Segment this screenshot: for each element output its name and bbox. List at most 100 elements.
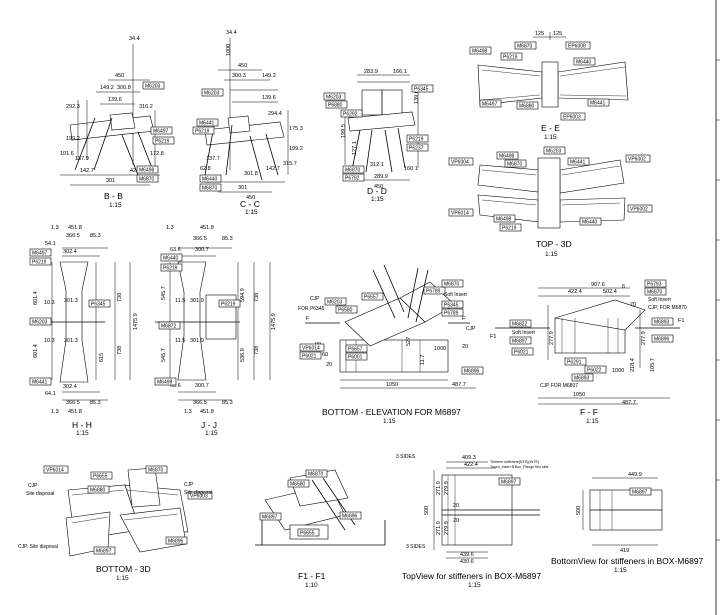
- view-title: BottomView for stiffeners in BOX-M6897: [551, 556, 704, 566]
- dim-label: 279.9: [444, 481, 450, 495]
- part-tag: P6657: [348, 347, 363, 353]
- section-marker: F: [306, 316, 310, 322]
- dim-label: 301.9: [190, 338, 204, 344]
- dim-label: 137.9: [75, 156, 89, 162]
- part-tag: M6870: [345, 168, 361, 174]
- part-tag: M6203: [327, 300, 343, 306]
- view-b-b: 34.4 450 149.2 300.8 139.6 292.3 199.2 3…: [60, 36, 175, 209]
- part-tag: P6001: [348, 355, 363, 361]
- dim-label: 366.5: [193, 400, 207, 406]
- dim-label: 450: [374, 184, 383, 190]
- dim-label: 1.3: [166, 225, 174, 231]
- dim-label: 166.1: [393, 69, 407, 75]
- weld-note: Soft Insert: [444, 292, 467, 298]
- stiffener-note: Thirteen stiffeners(NTS)(INTS): [490, 460, 539, 464]
- dim-label: 160.1: [404, 166, 418, 172]
- dim-label: 149.2: [262, 73, 276, 79]
- dim-label: 125: [553, 31, 562, 37]
- dim-label: 450: [115, 73, 124, 79]
- part-tag: P6789: [444, 311, 459, 317]
- part-tag: M6203: [546, 149, 562, 155]
- dim-label: 1475.9: [133, 313, 139, 330]
- dim-label: 70: [630, 302, 636, 308]
- dim-label: 451.8: [200, 409, 214, 415]
- dim-label: 301.3: [64, 338, 78, 344]
- view-bottom-elevation: 90 60 20 1000 1050 487.7 527 11.7 20 CJP…: [298, 264, 484, 425]
- part-tag: M6880: [519, 104, 535, 110]
- weld-note: FOR P6345: [298, 306, 325, 312]
- part-tag: M6897: [632, 490, 648, 496]
- part-tag: P6021: [514, 350, 529, 356]
- part-tag: M6870: [308, 472, 324, 478]
- part-tag: M6203: [204, 91, 220, 97]
- part-tag: P6880: [328, 103, 343, 109]
- dim-label: 142.7: [80, 168, 94, 174]
- part-tag: P6580: [338, 308, 353, 314]
- part-tag: M6870: [444, 282, 460, 288]
- view-scale: 1:15: [468, 582, 481, 589]
- view-title: BOTTOM - 3D: [96, 564, 151, 574]
- dim-label: 1050: [573, 392, 585, 398]
- view-d-d: 283.9 166.1 139.6 199.5 127.1 312.1 289.…: [323, 69, 434, 203]
- weld-note: 3 SIDES: [406, 544, 426, 550]
- dim-label: 366.5: [66, 233, 80, 239]
- dim-label: 451.8: [68, 409, 82, 415]
- part-tag: M6203: [145, 84, 161, 90]
- dim-label: 34.4: [129, 36, 140, 42]
- view-title: TOP - 3D: [536, 239, 572, 249]
- view-scale: 1:15: [205, 430, 218, 437]
- dim-label: 738: [117, 293, 123, 302]
- dim-label: 301: [106, 178, 115, 184]
- dim-label: 315.7: [283, 161, 297, 167]
- dim-label: 527: [406, 337, 412, 346]
- view-f-f: 907.6 422.4 502.4 6 277.9 70 277.9 218.4…: [490, 279, 687, 425]
- dim-label: 450: [238, 63, 247, 69]
- dim-label: 85.3: [222, 236, 233, 242]
- dim-label: 172.8: [150, 151, 164, 157]
- view-f1-f1: M6870 M6580 M6897 P6655 M6896 F1 - F1 1:…: [255, 469, 386, 589]
- part-tag: P6655: [93, 474, 108, 480]
- part-tag: VP6014: [451, 211, 469, 217]
- dim-label: 738: [254, 293, 260, 302]
- dim-label: 139.6: [108, 97, 122, 103]
- dim-label: 312.1: [370, 162, 384, 168]
- part-tag: M6203: [326, 95, 342, 101]
- dim-label: 63.6: [170, 383, 181, 389]
- dim-label: 500: [576, 506, 582, 515]
- part-tag: P6219: [195, 129, 210, 135]
- part-tag: M6870: [139, 177, 155, 183]
- part-tag: P6219: [163, 266, 178, 272]
- dim-label: 127.1: [352, 141, 358, 155]
- part-tag: M6498: [139, 168, 155, 174]
- part-tag: P6219: [155, 139, 170, 145]
- view-j-j: 1.3 451.8 366.5 85.3 63.6 300.7 545.7 11…: [154, 225, 277, 437]
- view-scale: 1:15: [76, 430, 89, 437]
- dim-label: 101.6: [60, 151, 74, 157]
- dim-label: 20: [462, 344, 468, 350]
- dim-label: 738: [117, 346, 123, 355]
- view-scale: 1:15: [383, 418, 396, 425]
- dim-label: 536.9: [240, 348, 246, 362]
- dim-label: 105.7: [650, 358, 656, 372]
- weld-note: 3 SIDES: [396, 454, 416, 460]
- dim-label: 422.4: [464, 462, 478, 468]
- part-tag: M6440: [202, 177, 218, 183]
- weld-note: CJP, Site disposal: [18, 544, 58, 550]
- part-tag: M6872: [161, 324, 177, 330]
- part-tag: P6655: [300, 531, 315, 537]
- dim-label: 1.3: [184, 409, 192, 415]
- view-c-c: 34.4 1000 450 300.3 149.2 139.6 294.4 17…: [192, 30, 303, 216]
- dim-label: 594.9: [240, 288, 246, 302]
- dim-label: 487.7: [622, 400, 636, 406]
- dim-label: 366.5: [193, 236, 207, 242]
- dim-label: 199.2: [289, 146, 303, 152]
- dim-label: 301.8: [244, 171, 258, 177]
- dim-label: 301.3: [64, 298, 78, 304]
- dim-label: 20: [453, 503, 459, 509]
- part-tag: M6870: [507, 162, 523, 168]
- dim-label: 42.7: [130, 168, 141, 174]
- part-tag: M6897: [501, 480, 517, 486]
- view-scale: 1:15: [116, 575, 129, 582]
- view-scale: 1:15: [371, 196, 384, 203]
